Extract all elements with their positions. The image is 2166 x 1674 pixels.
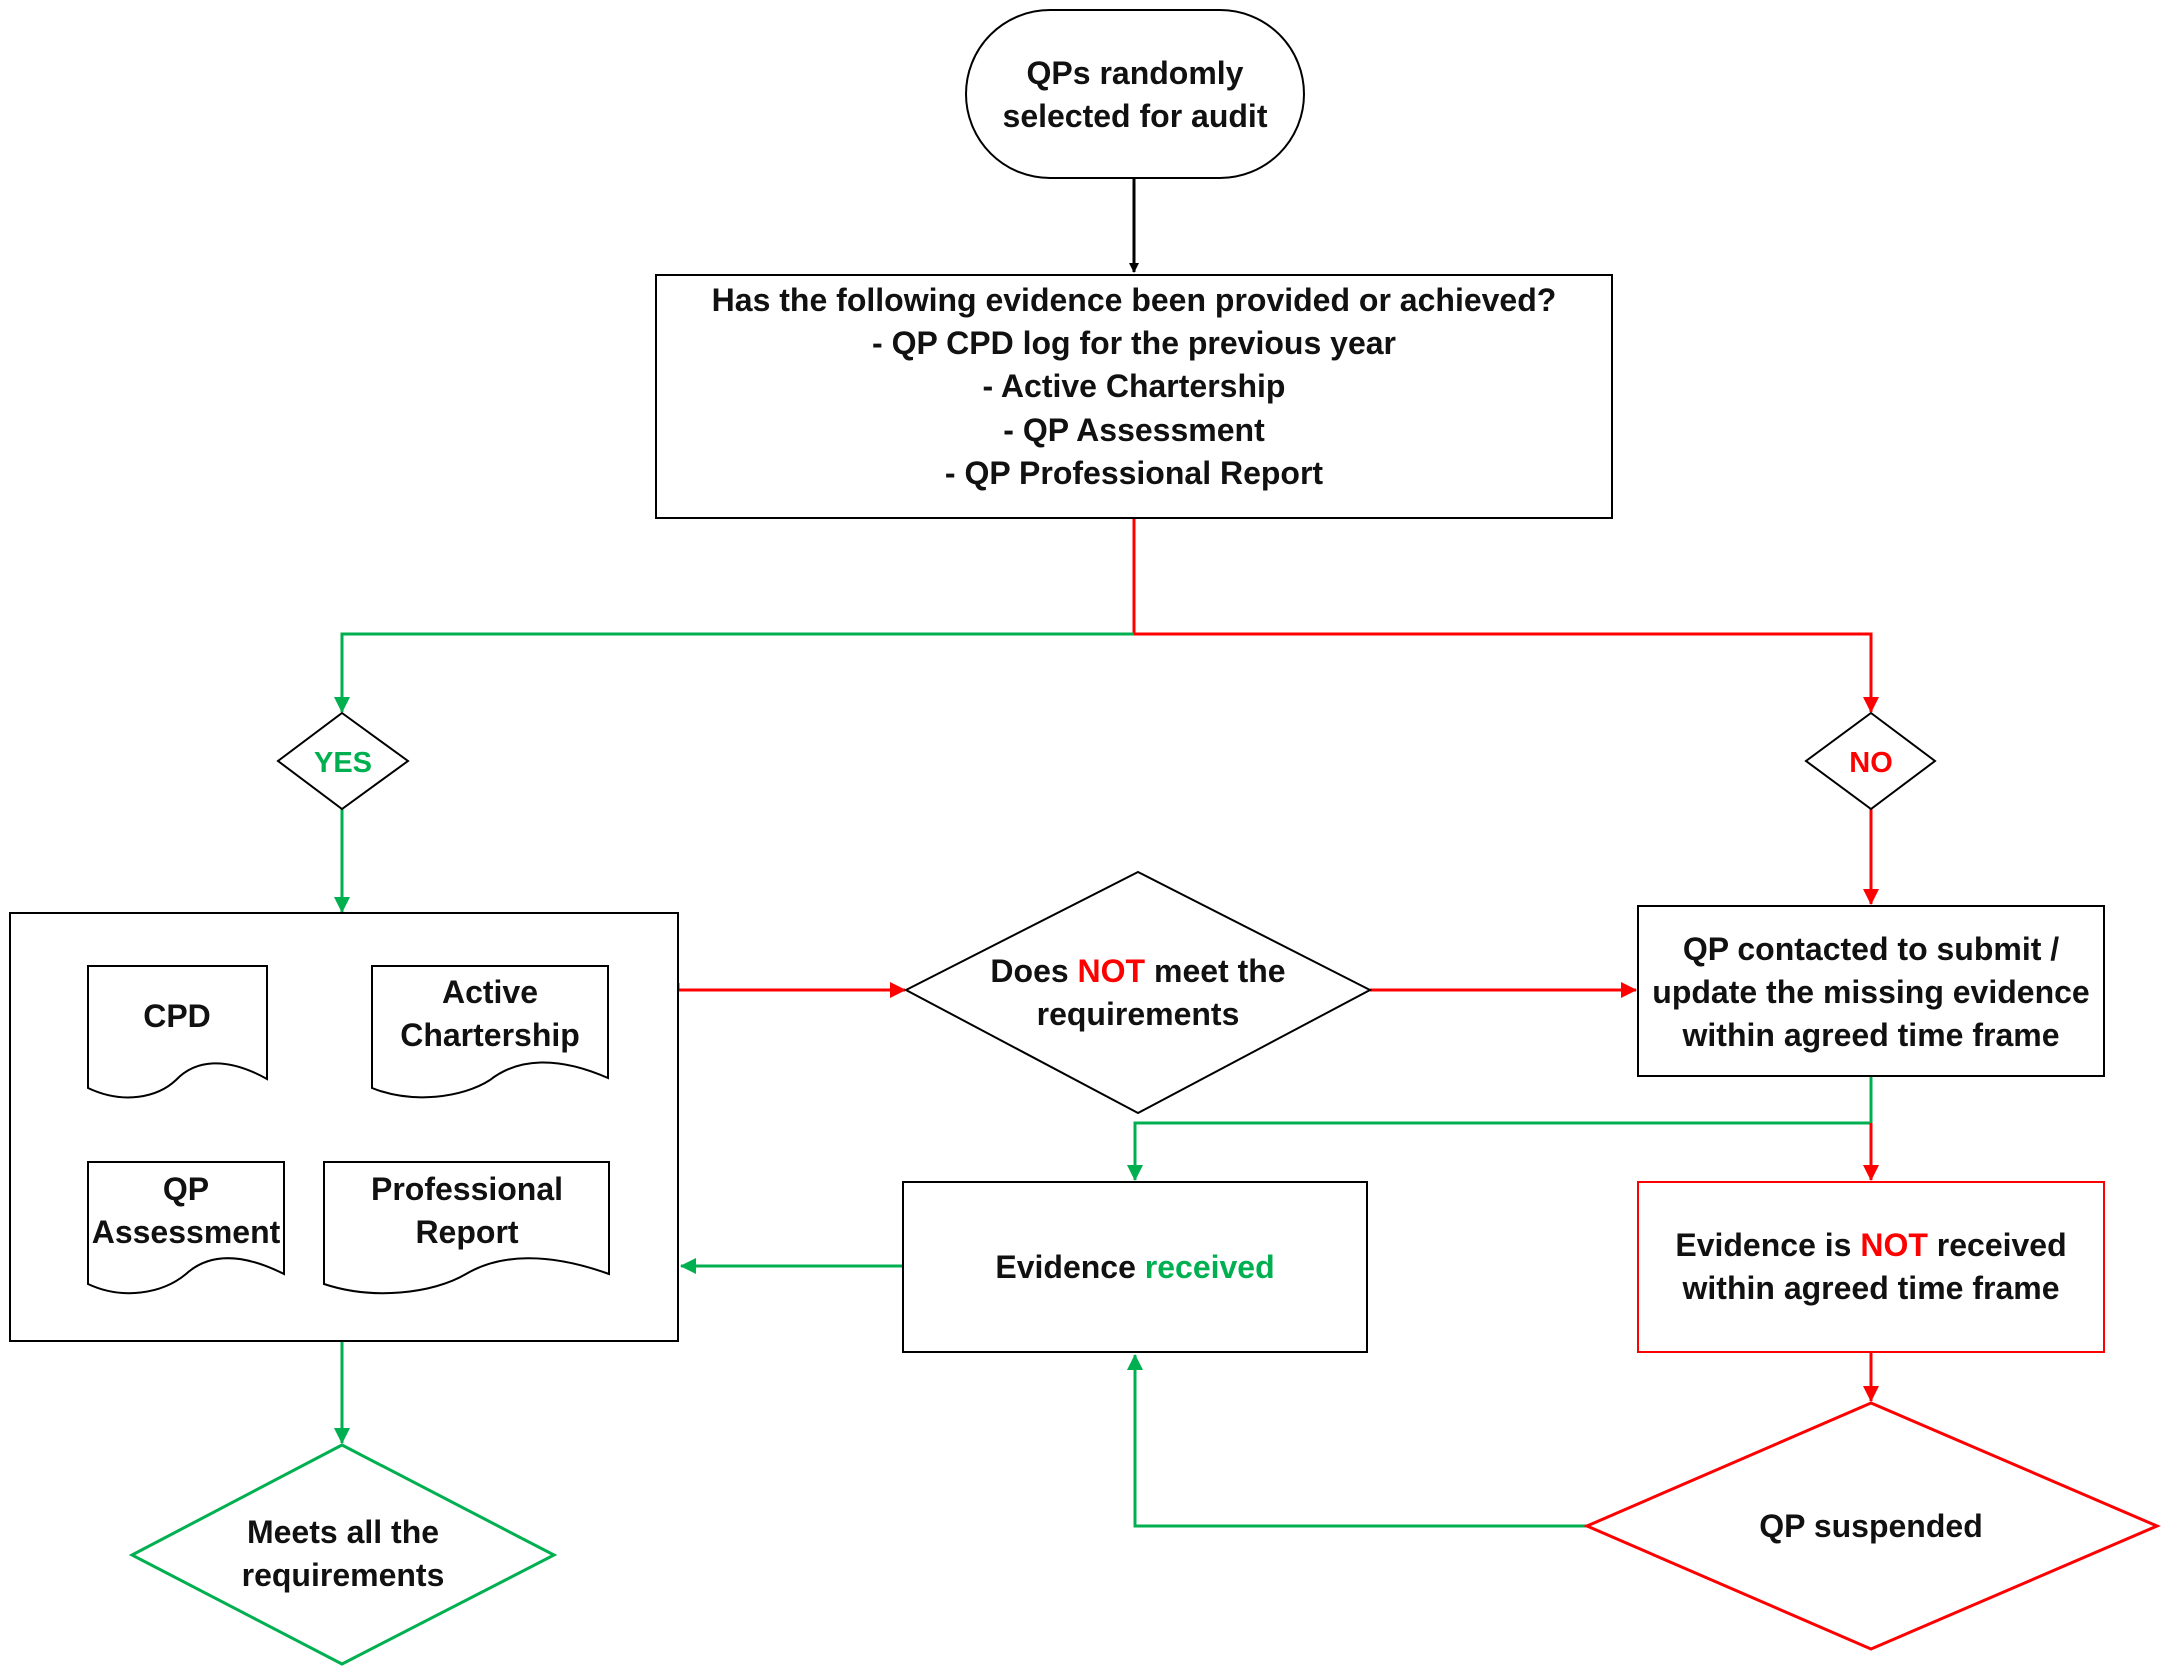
documents-container: CPD Active Chartership QP Assessment Pro… xyxy=(9,912,679,1342)
not-received-box: Evidence is NOT received within agreed t… xyxy=(1637,1181,2105,1353)
suspended-decision: QP suspended xyxy=(1583,1401,2161,1651)
document-report-line-1: Professional xyxy=(371,1171,563,1207)
evidence-question-box: Has the following evidence been provided… xyxy=(655,274,1613,519)
contacted-line-3: within agreed time frame xyxy=(1682,1017,2060,1053)
document-chartership-line-1: Active xyxy=(442,974,538,1010)
start-terminator: QPs randomly selected for audit xyxy=(965,9,1305,179)
document-cpd: CPD xyxy=(87,965,268,1099)
question-line-1: Has the following evidence been provided… xyxy=(712,282,1557,318)
document-report-line-2: Report xyxy=(415,1214,518,1250)
arrow-split-to-no xyxy=(1134,632,1879,713)
arrow-suspended-to-received xyxy=(1127,1354,1587,1528)
contacted-line-1: QP contacted to submit / xyxy=(1683,931,2059,967)
meets-all-line-1: Meets all the xyxy=(247,1514,439,1550)
document-chartership-line-2: Chartership xyxy=(400,1017,580,1053)
connectors xyxy=(334,178,1879,1528)
not-received-line-1: Evidence is NOT received xyxy=(1675,1227,2066,1263)
meets-all-decision: Meets all the requirements xyxy=(128,1443,558,1666)
evidence-received-box: Evidence received xyxy=(902,1181,1368,1353)
document-chartership: Active Chartership xyxy=(371,965,609,1099)
document-professional-report: Professional Report xyxy=(323,1161,610,1295)
document-cpd-label: CPD xyxy=(143,998,211,1034)
question-line-5: - QP Professional Report xyxy=(945,455,1324,491)
no-label: NO xyxy=(1849,747,1893,779)
not-meet-line-2: requirements xyxy=(1037,996,1240,1032)
yes-label: YES xyxy=(314,747,372,779)
document-assessment-line-2: Assessment xyxy=(92,1214,281,1250)
no-decision: NO xyxy=(1804,711,1937,811)
not-received-line-2: within agreed time frame xyxy=(1682,1270,2060,1306)
contacted-box: QP contacted to submit / update the miss… xyxy=(1637,905,2105,1077)
arrow-split-to-yes xyxy=(334,632,1134,713)
suspended-label: QP suspended xyxy=(1759,1508,1982,1544)
question-line-3: - Active Chartership xyxy=(983,368,1286,404)
evidence-received-label: Evidence received xyxy=(995,1249,1274,1285)
arrow-docs-to-not-meet xyxy=(676,982,906,998)
meets-all-line-2: requirements xyxy=(242,1557,445,1593)
start-line-2: selected for audit xyxy=(1003,98,1268,134)
start-line-1: QPs randomly xyxy=(1027,55,1244,91)
not-meet-decision: Does NOT meet the requirements xyxy=(903,870,1373,1115)
question-line-2: - QP CPD log for the previous year xyxy=(872,325,1396,361)
contacted-line-2: update the missing evidence xyxy=(1652,974,2089,1010)
question-line-4: - QP Assessment xyxy=(1003,412,1265,448)
document-assessment-line-1: QP xyxy=(163,1171,209,1207)
arrow-contacted-to-received xyxy=(1127,1076,1873,1181)
yes-decision: YES xyxy=(276,711,410,811)
document-qp-assessment: QP Assessment xyxy=(87,1161,285,1295)
not-meet-line-1: Does NOT meet the xyxy=(990,953,1285,989)
